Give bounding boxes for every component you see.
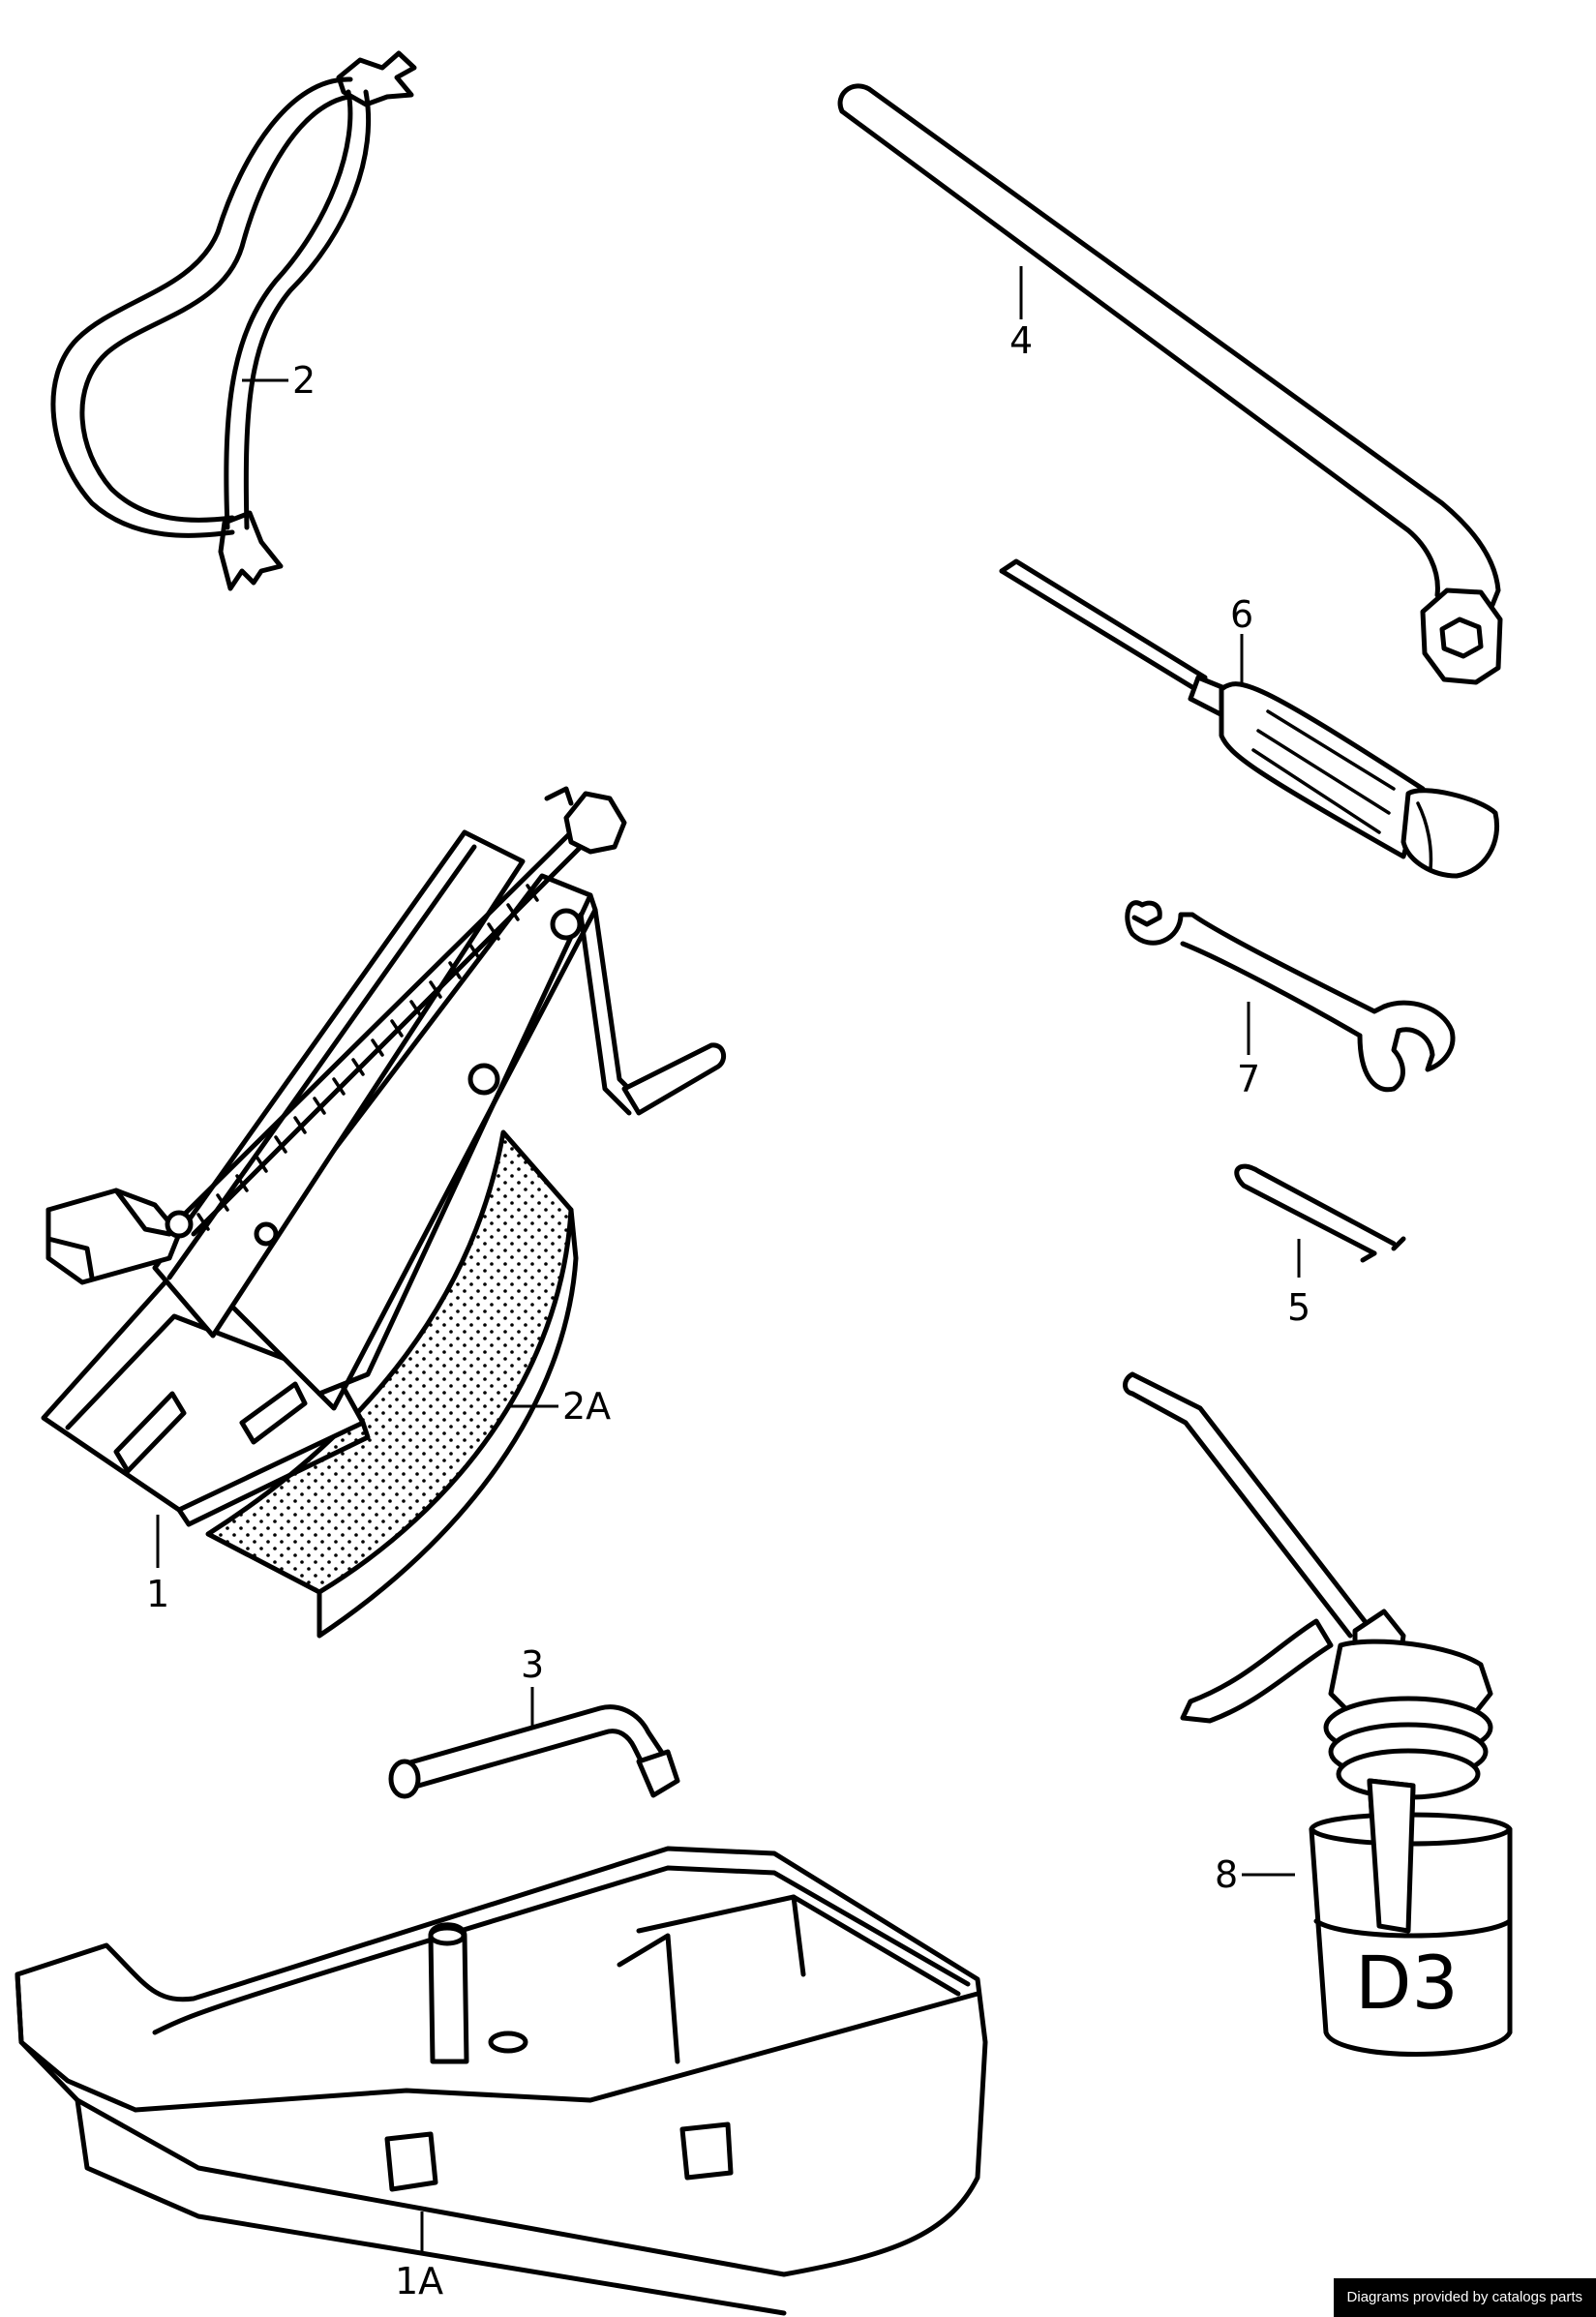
callout-label: 1A (395, 2260, 443, 2302)
wire-clip-part-5 (1234, 1163, 1406, 1263)
callout-part-5: 5 (1287, 1239, 1310, 1329)
callout-part-2a: 2A (510, 1385, 611, 1428)
storage-tray-part-1a (15, 1846, 988, 2316)
spanner-part-7 (1125, 900, 1456, 1093)
callout-part-3: 3 (521, 1643, 544, 1726)
callout-label: 5 (1287, 1286, 1310, 1329)
callout-label: 1 (146, 1573, 169, 1615)
callout-part-4: 4 (1009, 266, 1033, 362)
oil-can-part-8: D3 (1123, 1371, 1513, 2057)
callout-label: 2A (562, 1385, 611, 1428)
callout-part-1: 1 (146, 1515, 169, 1615)
callout-part-6: 6 (1230, 593, 1253, 685)
callout-label: 6 (1230, 593, 1253, 636)
callout-label: 2 (292, 359, 316, 402)
jack-pad-part-2a (205, 1129, 579, 1639)
wrench-part-3 (388, 1704, 680, 1799)
callout-part-2: 2 (242, 359, 316, 402)
callout-label: 7 (1237, 1058, 1260, 1100)
rubber-strap-part-2 (50, 50, 417, 591)
callout-part-8: 8 (1215, 1853, 1295, 1896)
screwdriver-part-6 (999, 558, 1499, 879)
diagram-credit-footer: Diagrams provided by catalogs parts (1333, 2278, 1596, 2317)
callout-label: 4 (1009, 319, 1033, 362)
oil-can-marking: D3 (1355, 1940, 1459, 2026)
callout-part-7: 7 (1237, 1002, 1260, 1100)
callout-label: 8 (1215, 1853, 1238, 1896)
callout-part-1a: 1A (395, 2212, 443, 2302)
callout-label: 3 (521, 1643, 544, 1686)
wheel-brace-part-4 (837, 83, 1503, 685)
jack-part-1 (41, 786, 727, 1527)
